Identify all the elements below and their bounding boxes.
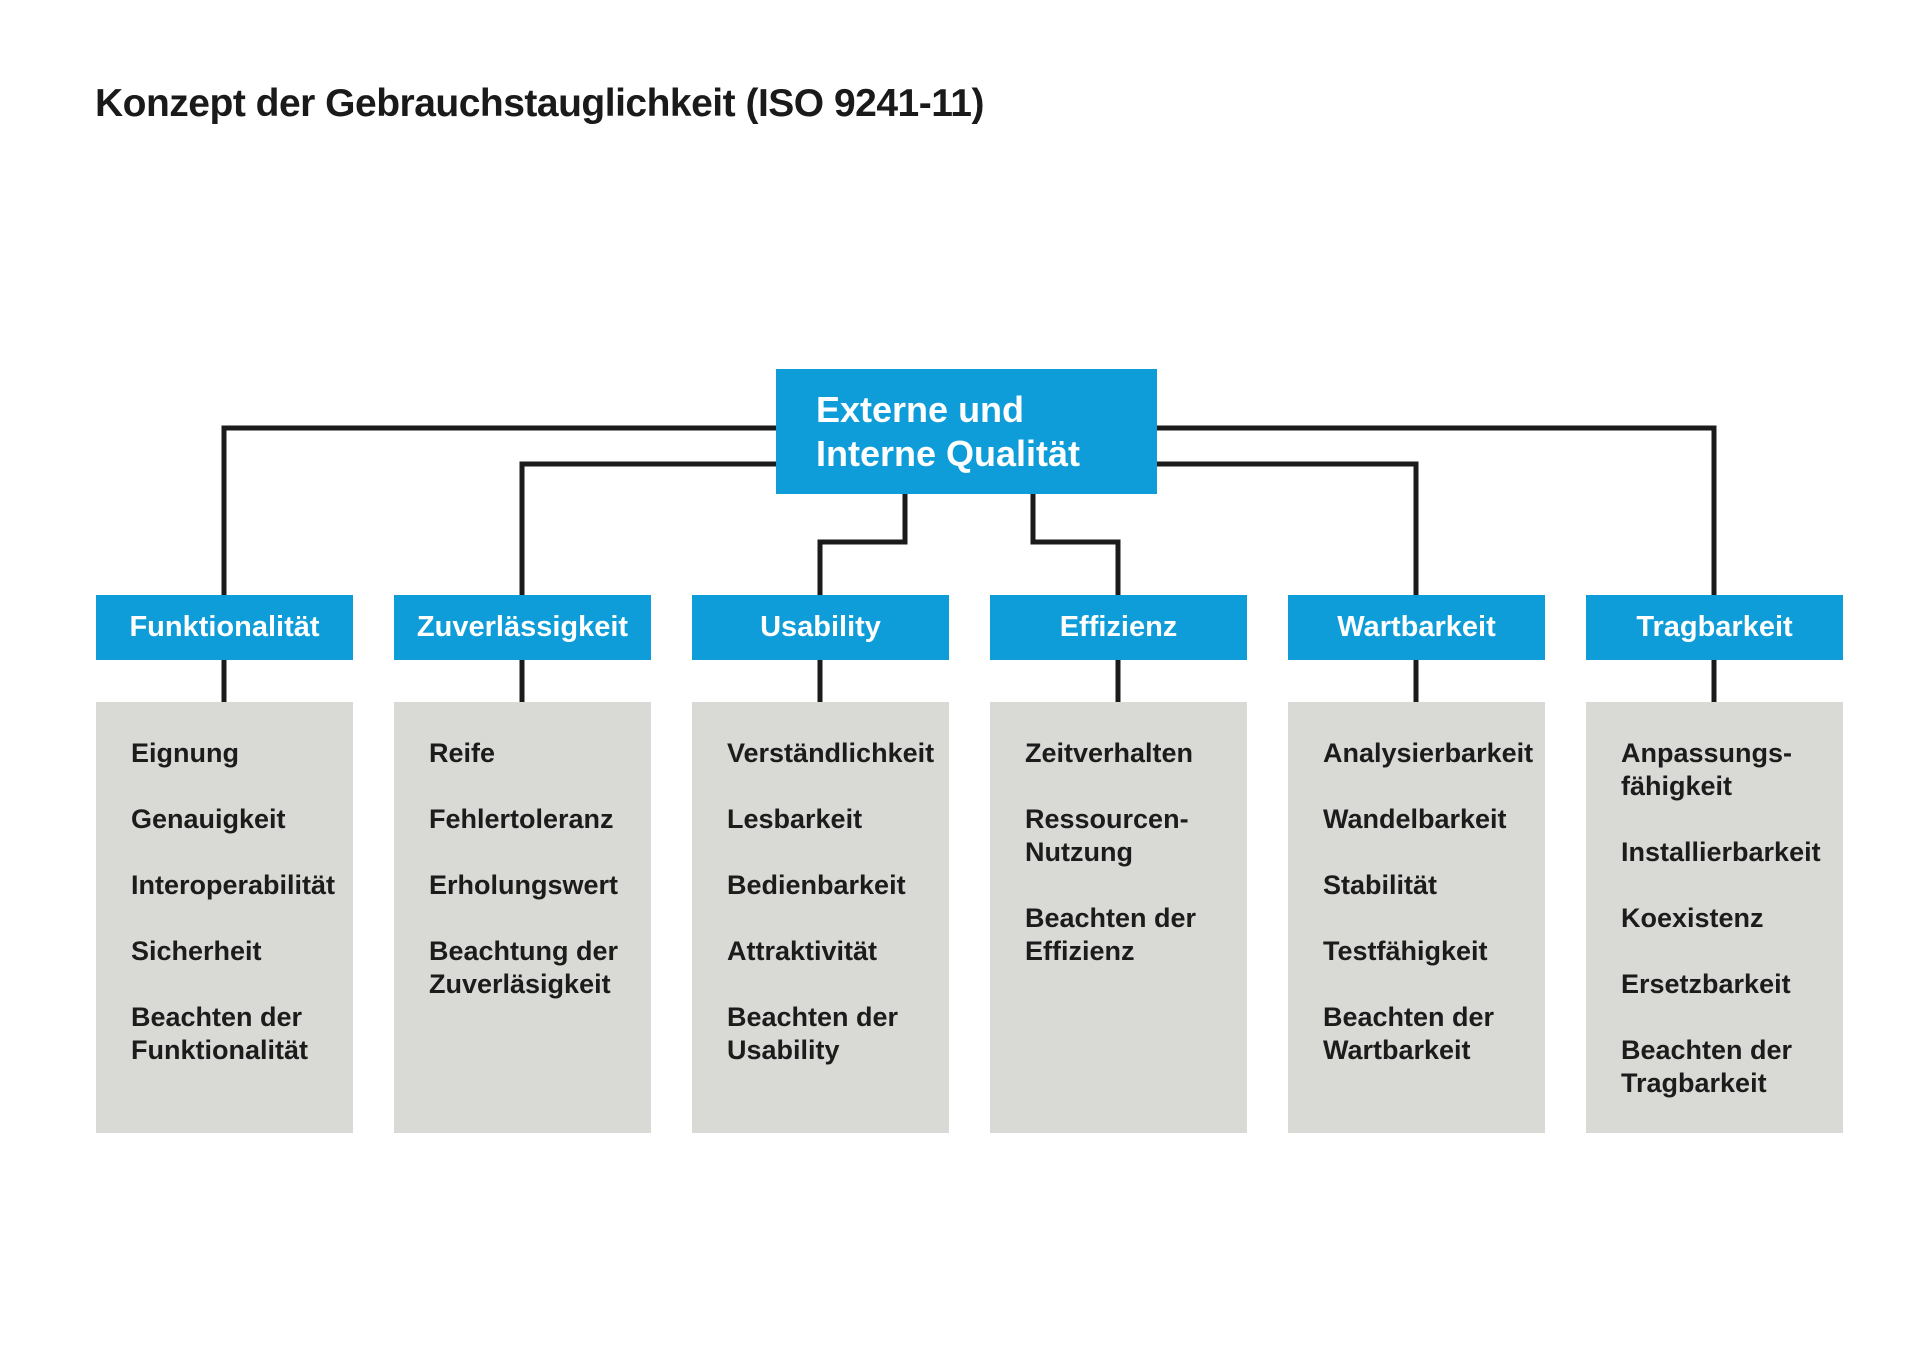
- panel-item: Bedienbarkeit: [727, 869, 906, 900]
- branch-header-usability: Usability: [692, 595, 949, 660]
- panel-item: Testfähigkeit: [1323, 935, 1488, 966]
- panel-item: Anpassungs- fähigkeit: [1621, 738, 1793, 801]
- panel-item: Lesbarkeit: [727, 803, 863, 834]
- panel-item: Stabilität: [1323, 869, 1438, 900]
- panel-item: Ersetzbarkeit: [1621, 968, 1791, 999]
- branch-panel-wartbarkeit: Analysierbarkeit Wandelbarkeit Stabilitä…: [1288, 702, 1545, 1133]
- connector-usability: [817, 492, 908, 597]
- panel-item: Analysierbarkeit: [1323, 738, 1534, 768]
- panel-item: Fehlertoleranz: [429, 803, 614, 834]
- panel-item: Beachten der Funktionalität: [131, 1001, 308, 1065]
- branch-panel-effizienz: Zeitverhalten Ressourcen- Nutzung Beacht…: [990, 702, 1247, 1133]
- branch-header-label: Funktionalität: [129, 611, 320, 643]
- panel-item: Wandelbarkeit: [1323, 803, 1507, 834]
- panel-item: Koexistenz: [1621, 902, 1764, 933]
- panel-item: Sicherheit: [131, 935, 262, 966]
- connector-funktionalitaet: [221, 425, 778, 597]
- branch-header-funktionalitaet: Funktionalität: [96, 595, 353, 660]
- panel-item: Zeitverhalten: [1025, 738, 1194, 768]
- panel-item: Reife: [429, 738, 496, 768]
- panel-item: Beachten der Wartbarkeit: [1323, 1001, 1495, 1065]
- branch-header-label: Zuverlässigkeit: [416, 611, 629, 643]
- panel-item: Eignung: [131, 738, 239, 768]
- branch-panel-funktionalitaet: Eignung Genauigkeit Interoperabilität Si…: [96, 702, 353, 1133]
- connector-zuverlaessigkeit: [519, 461, 778, 597]
- panel-item: Installierbarkeit: [1621, 836, 1821, 867]
- branch-panel-usability: Verständlichkeit Lesbarkeit Bedienbarkei…: [692, 702, 949, 1133]
- panel-item: Interoperabilität: [131, 869, 336, 900]
- panel-item: Beachtung der Zuverläsigkeit: [429, 935, 619, 999]
- panel-item: Ressourcen- Nutzung: [1025, 803, 1189, 867]
- branch-header-effizienz: Effizienz: [990, 595, 1247, 660]
- branch-header-label: Tragbarkeit: [1636, 611, 1793, 643]
- branch-header-label: Wartbarkeit: [1337, 611, 1496, 643]
- panel-item: Erholungswert: [429, 869, 619, 900]
- branch-header-label: Usability: [760, 611, 881, 643]
- panel-item: Beachten der Tragbarkeit: [1621, 1034, 1793, 1098]
- root-node: Externe und Interne Qualität: [776, 369, 1157, 494]
- root-node-label: Externe und Interne Qualität: [816, 389, 1081, 474]
- connector-tragbarkeit: [1155, 425, 1717, 597]
- page-title: Konzept der Gebrauchstauglichkeit (ISO 9…: [95, 82, 984, 125]
- connector-wartbarkeit: [1155, 461, 1419, 597]
- panel-item: Attraktivität: [727, 935, 878, 966]
- panel-item: Beachten der Usability: [727, 1001, 899, 1065]
- branch-panel-zuverlaessigkeit: Reife Fehlertoleranz Erholungswert Beach…: [394, 702, 651, 1133]
- connector-effizienz: [1030, 492, 1121, 597]
- branch-panel-tragbarkeit: Anpassungs- fähigkeit Installierbarkeit …: [1586, 702, 1843, 1133]
- panel-item: Genauigkeit: [131, 803, 286, 834]
- branch-header-wartbarkeit: Wartbarkeit: [1288, 595, 1545, 660]
- panel-item: Verständlichkeit: [727, 738, 935, 768]
- branch-header-label: Effizienz: [1059, 611, 1178, 643]
- branch-header-zuverlaessigkeit: Zuverlässigkeit: [394, 595, 651, 660]
- panel-item: Beachten der Effizienz: [1025, 902, 1197, 966]
- branch-header-tragbarkeit: Tragbarkeit: [1586, 595, 1843, 660]
